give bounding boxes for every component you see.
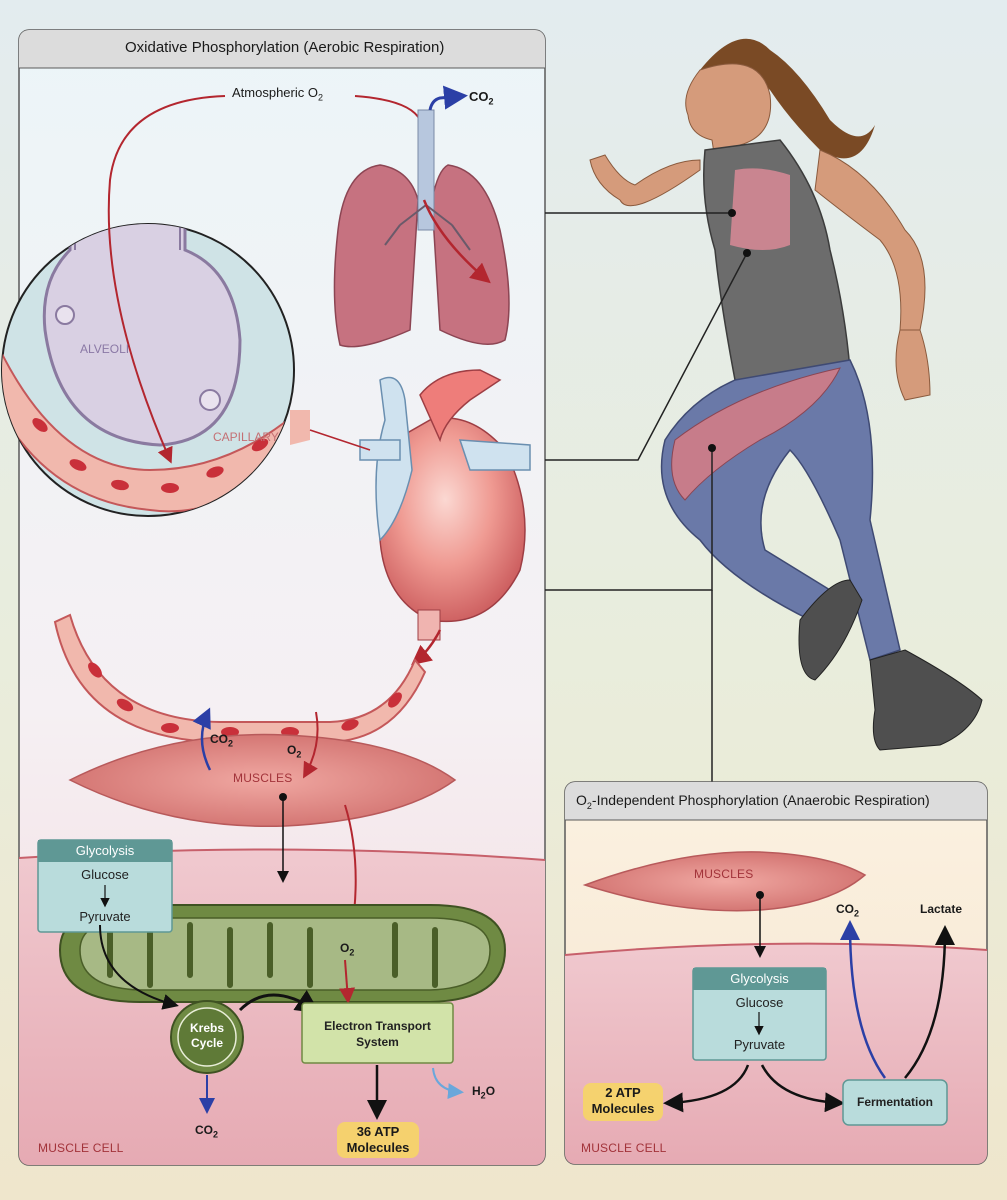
mitochondrion	[58, 904, 507, 1003]
runner-figure	[589, 38, 983, 751]
glucose-aerobic: Glucose	[81, 867, 129, 882]
pyruvate-anaerobic: Pyruvate	[733, 1037, 786, 1052]
fermentation-box	[842, 1079, 948, 1126]
muscle-cell-aerobic-label: MUSCLE CELL	[38, 1141, 124, 1155]
ets-box	[301, 1002, 454, 1064]
pyruvate-aerobic: Pyruvate	[79, 909, 131, 924]
co2-muscle-sub: 2	[228, 738, 234, 749]
muscle-anaerobic	[582, 851, 867, 912]
atp-anaerobic-2: Molecules	[591, 1101, 655, 1116]
co2-anaerobic-label: CO2	[836, 902, 859, 918]
atmospheric-o2-sub: 2	[317, 92, 323, 103]
anaerobic-title-o: O	[576, 792, 587, 808]
fermentation-label: Fermentation	[856, 1095, 933, 1109]
co2-anaerobic-text: CO	[836, 902, 854, 916]
lungs	[333, 85, 510, 348]
krebs-label-2: Cycle	[190, 1036, 224, 1050]
o2-mito-text: O	[340, 941, 350, 955]
capillary-label: CAPILLARY	[213, 430, 279, 444]
co2-muscle-text: CO	[210, 732, 228, 746]
co2-anaerobic-sub: 2	[854, 908, 860, 919]
h2o-text: H	[472, 1084, 481, 1098]
glycolysis-aerobic-header: Glycolysis	[75, 843, 135, 858]
atmospheric-o2-text: Atmospheric O	[232, 85, 318, 100]
co2-lungs-text: CO	[469, 89, 489, 104]
muscle-aerobic	[68, 733, 457, 828]
o2-muscle-sub: 2	[296, 749, 302, 760]
co2-lungs-label: CO2	[469, 89, 494, 107]
aerobic-title: Oxidative Phosphorylation (Aerobic Respi…	[125, 39, 445, 56]
anaerobic-title-sub: 2	[586, 800, 592, 811]
atp-aerobic-2: Molecules	[346, 1140, 410, 1155]
o2-muscle-text: O	[287, 743, 297, 757]
heart	[359, 369, 531, 666]
ets-label-2: System	[356, 1035, 399, 1049]
anaerobic-title-text: -Independent Phosphorylation (Anaerobic …	[591, 792, 930, 808]
h2o-label: H2O	[472, 1084, 495, 1100]
co2-krebs-label: CO2	[195, 1123, 218, 1139]
alveoli-inset	[1, 223, 310, 517]
co2-krebs-text: CO	[195, 1123, 213, 1137]
co2-krebs-sub: 2	[213, 1129, 219, 1140]
lactate-label: Lactate	[920, 902, 963, 916]
o2-muscle-label: O2	[287, 743, 301, 759]
muscles-anaerobic-label: MUSCLES	[694, 867, 754, 881]
h2o-end: O	[485, 1084, 496, 1098]
co2-lungs-sub: 2	[488, 96, 494, 107]
o2-mito-sub: 2	[349, 947, 355, 958]
h2o-sub: 2	[480, 1090, 486, 1101]
atp-aerobic-1: 36 ATP	[356, 1124, 400, 1139]
ets-label-1: Electron Transport	[324, 1019, 431, 1033]
atp-anaerobic-1: 2 ATP	[605, 1085, 641, 1100]
co2-muscle-label: CO2	[210, 732, 233, 748]
glycolysis-anaerobic-header: Glycolysis	[730, 971, 789, 986]
glucose-anaerobic: Glucose	[735, 995, 784, 1010]
blood-vessel	[53, 613, 427, 743]
anaerobic-title: O2-Independent Phosphorylation (Anaerobi…	[576, 792, 930, 811]
alveoli-label: ALVEOLI	[80, 342, 130, 356]
muscles-aerobic-label: MUSCLES	[233, 771, 293, 785]
atmospheric-o2-label: Atmospheric O2	[232, 85, 323, 103]
krebs-label-1: Krebs	[189, 1021, 224, 1035]
o2-mito-label: O2	[340, 941, 354, 957]
muscle-cell-anaerobic-label: MUSCLE CELL	[581, 1141, 667, 1155]
